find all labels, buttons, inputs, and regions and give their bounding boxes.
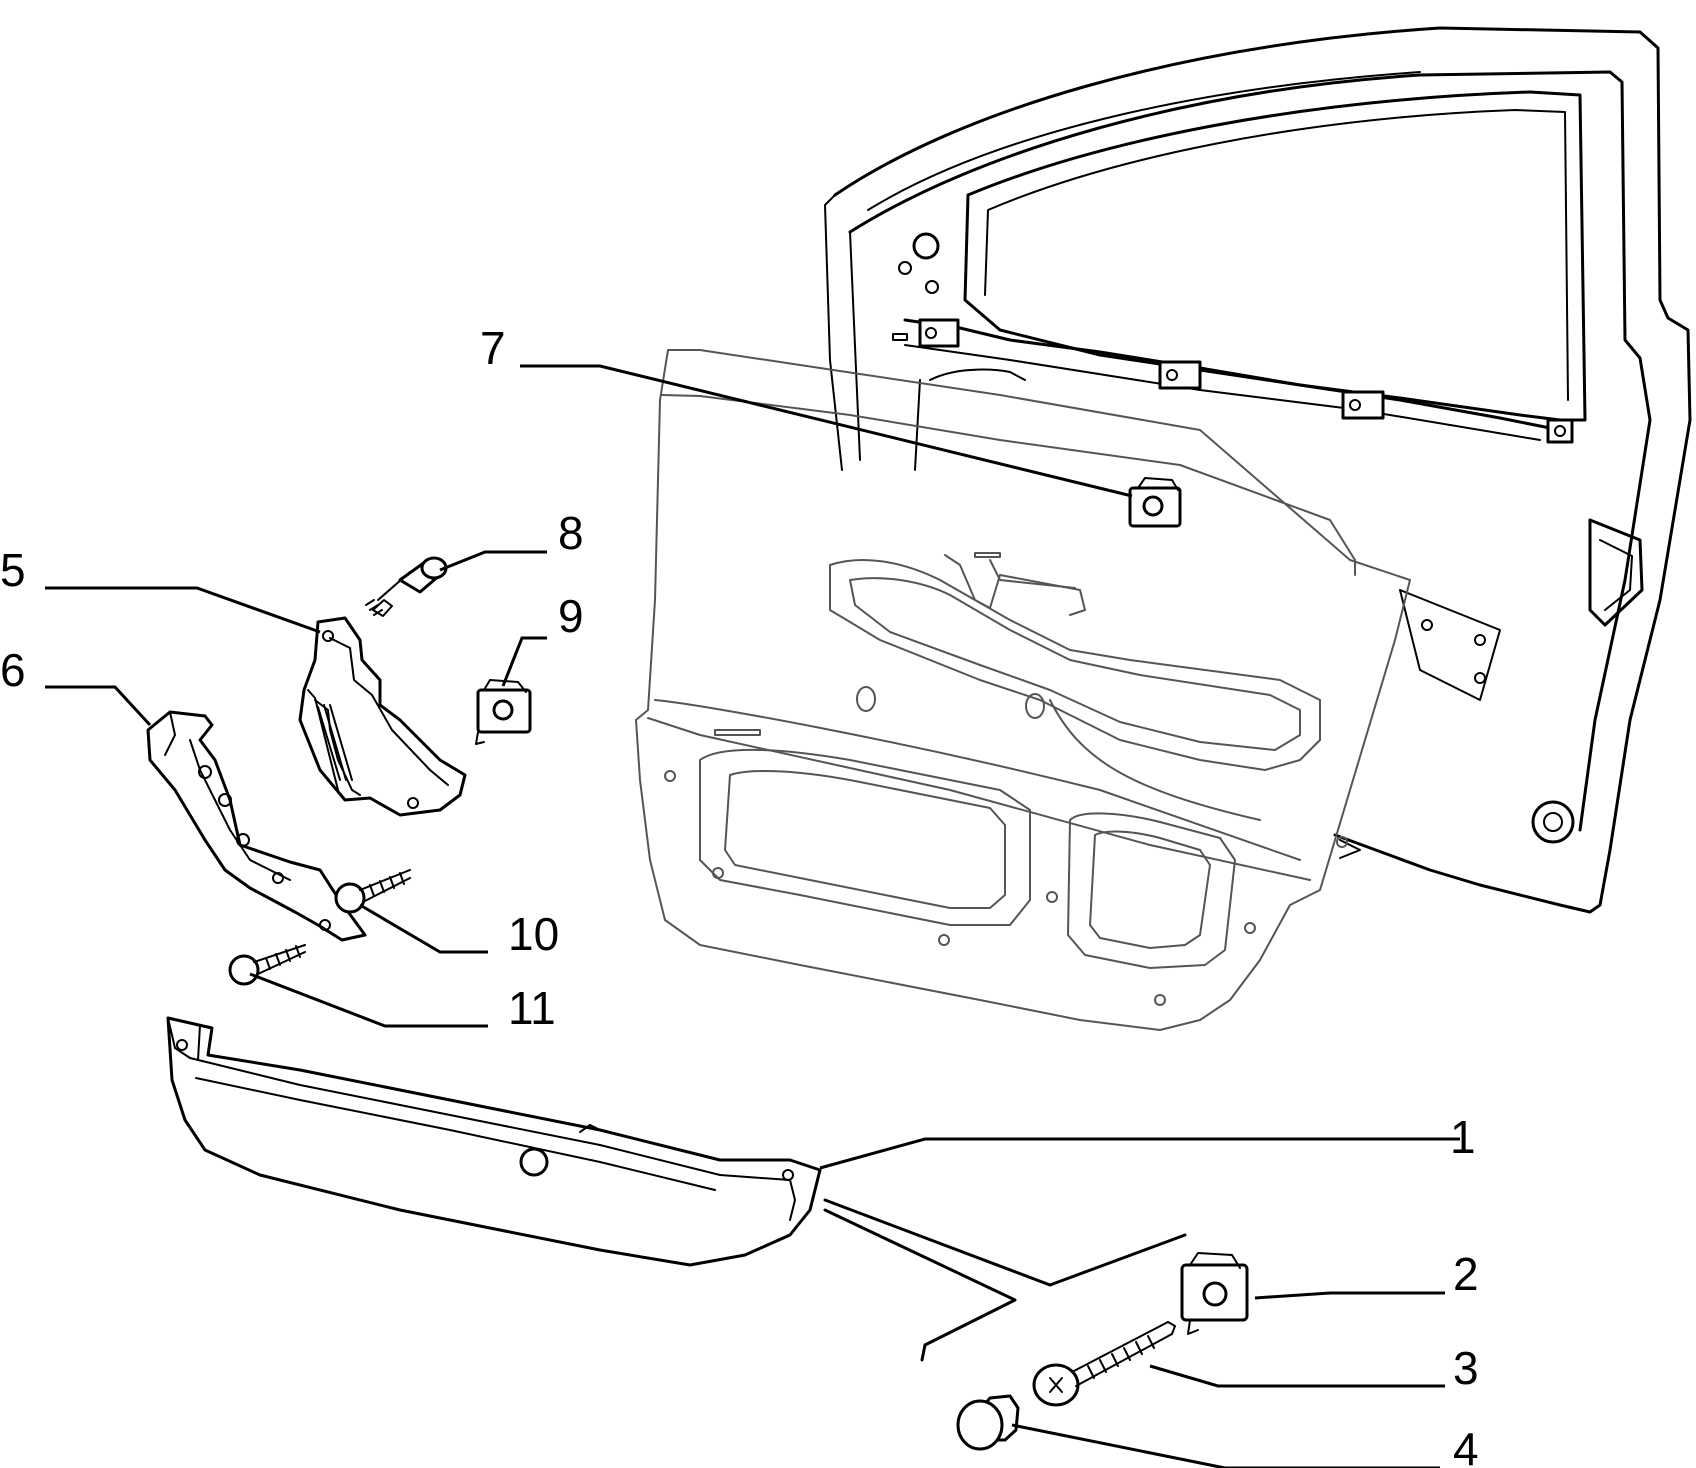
leader-9	[501, 636, 547, 687]
callout-10: 10	[508, 908, 559, 960]
leader-4	[1011, 1423, 1440, 1468]
door-frame	[824, 26, 1692, 914]
leader-1	[819, 1137, 1460, 1170]
callout-1: 1	[1450, 1111, 1476, 1163]
leader-10	[359, 903, 488, 954]
part-10-screw	[334, 869, 411, 914]
leader-6	[45, 685, 152, 727]
leader-lines	[45, 364, 1460, 1468]
callout-9: 9	[558, 590, 584, 642]
callout-11: 11	[508, 982, 556, 1034]
leader-11	[249, 972, 488, 1028]
part-11-screw	[228, 944, 306, 986]
leader-8	[439, 550, 547, 572]
callout-labels: 1 2 3 4 5 6 7 8 9 10 11	[0, 322, 1479, 1468]
callout-3: 3	[1453, 1342, 1479, 1394]
part-8-bolt	[365, 556, 448, 617]
part-2-clip-nut	[1180, 1252, 1249, 1335]
callout-2: 2	[1453, 1248, 1479, 1300]
callout-6: 6	[0, 644, 26, 696]
door-trim-panel	[635, 349, 1411, 1031]
part-9-clip-nut	[475, 679, 532, 745]
part-3-screw	[1032, 1321, 1176, 1407]
callout-4: 4	[1453, 1423, 1479, 1468]
leader-7	[520, 364, 1133, 498]
callout-7: 7	[480, 322, 506, 374]
leader-5	[45, 586, 321, 634]
part-7-clip-nut	[1128, 477, 1182, 528]
part-1-door-pocket	[166, 1016, 822, 1267]
leader-3	[1149, 1364, 1445, 1388]
part-5-handle-bracket	[298, 616, 467, 817]
part-4-plug	[956, 1394, 1020, 1451]
leader-2	[1254, 1291, 1445, 1300]
callout-8: 8	[558, 507, 584, 559]
detail-reference-lines	[823, 1198, 1187, 1362]
callout-5: 5	[0, 544, 26, 596]
